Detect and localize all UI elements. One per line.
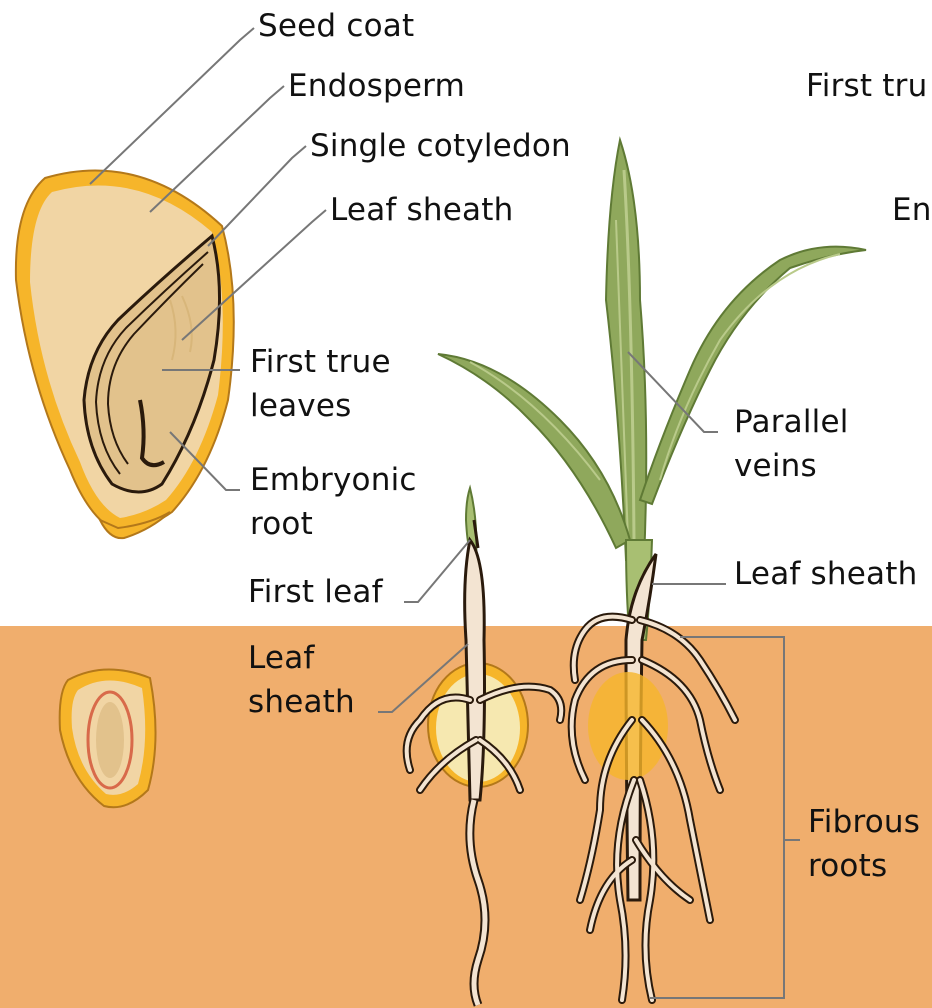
leader-endosperm xyxy=(150,86,284,212)
label-single-cotyledon: Single cotyledon xyxy=(310,124,571,168)
label-first-leaf: First leaf xyxy=(248,570,383,614)
label-endosperm: Endosperm xyxy=(288,64,465,108)
leader-single-cotyledon xyxy=(208,146,306,246)
label-embryonic-root: Embryonic root xyxy=(250,458,417,546)
label-en-cut: En xyxy=(892,188,932,232)
seed-cross-section xyxy=(16,170,234,538)
leader-first-leaf xyxy=(404,540,470,602)
label-leaf-sheath-plant: Leaf sheath xyxy=(734,552,917,596)
label-first-true-leaves: First true leaves xyxy=(250,340,391,428)
label-seed-coat: Seed coat xyxy=(258,4,414,48)
leader-seed-coat xyxy=(90,28,254,184)
label-first-true-cut: First tru xyxy=(806,64,927,108)
label-parallel-veins: Parallel veins xyxy=(734,400,849,488)
label-fibrous-roots: Fibrous roots xyxy=(808,800,920,888)
label-leaf-sheath-seedling: Leaf sheath xyxy=(248,636,355,724)
label-leaf-sheath-seed: Leaf sheath xyxy=(330,188,513,232)
